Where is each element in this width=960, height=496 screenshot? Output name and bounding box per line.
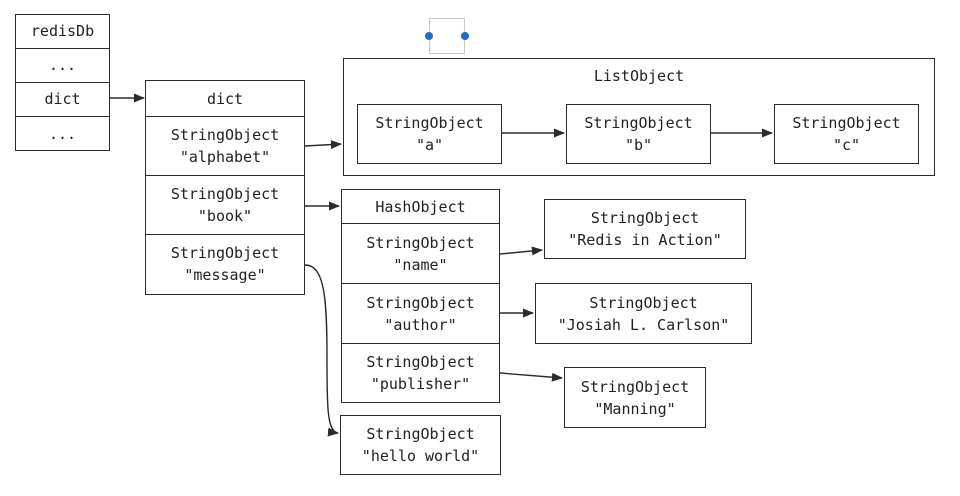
redisdb-ellipsis-1: ... (16, 49, 109, 83)
hash-key-author-type: StringObject (366, 293, 475, 312)
hash-object-table[interactable]: HashObject StringObject "name" StringObj… (341, 189, 500, 403)
redisdb-ellipsis-2: ... (48, 124, 77, 143)
list-item-a-type: StringObject (375, 114, 484, 132)
resize-handle-right[interactable] (461, 32, 469, 40)
dict-header: dict (146, 81, 304, 117)
hash-value-josiah-carlson-value: "Josiah L. Carlson" (557, 315, 730, 334)
list-item-b[interactable]: StringObject "b" (566, 104, 711, 164)
dict-key-alphabet[interactable]: StringObject "alphabet" (146, 117, 304, 176)
dict-key-alphabet-type: StringObject (170, 126, 280, 144)
redisdb-header: redisDb (16, 15, 109, 49)
resize-handle-left[interactable] (425, 32, 433, 40)
arrow-message-to-hello-world (304, 264, 340, 437)
hash-value-manning-value: "Manning" (594, 399, 676, 418)
list-item-a[interactable]: StringObject "a" (357, 104, 502, 164)
dict-table[interactable]: dict StringObject "alphabet" StringObjec… (145, 80, 305, 295)
hash-key-name-value: "name" (393, 255, 448, 274)
selection-handle-box[interactable] (429, 18, 465, 54)
dict-key-book-value: "book" (197, 207, 253, 225)
list-item-c[interactable]: StringObject "c" (774, 104, 919, 164)
hash-value-redis-in-action[interactable]: StringObject "Redis in Action" (544, 199, 746, 259)
hash-value-redis-in-action-value: "Redis in Action" (568, 231, 722, 249)
list-item-b-type: StringObject (584, 114, 693, 132)
redisdb-table[interactable]: redisDb ... dict ... (15, 14, 110, 151)
dict-key-book[interactable]: StringObject "book" (146, 176, 304, 235)
hash-key-author-value: "author" (384, 315, 457, 334)
dict-key-message-value: "message" (184, 266, 266, 284)
list-item-c-value: "c" (832, 136, 861, 154)
list-item-b-value: "b" (624, 136, 653, 154)
hash-key-author[interactable]: StringObject "author" (342, 284, 499, 344)
dict-key-book-type: StringObject (170, 185, 280, 203)
redisdb-dict-field[interactable]: dict (16, 83, 109, 117)
hash-key-name[interactable]: StringObject "name" (342, 224, 499, 284)
hash-key-publisher-type: StringObject (366, 353, 475, 371)
hash-value-manning[interactable]: StringObject "Manning" (564, 367, 706, 428)
hash-object-header: HashObject (342, 190, 499, 224)
dict-key-message[interactable]: StringObject "message" (146, 235, 304, 293)
message-value-type: StringObject (366, 425, 475, 443)
hash-value-josiah-carlson-type: StringObject (589, 293, 698, 312)
hash-key-publisher-value: "publisher" (370, 375, 471, 393)
message-value-hello-world[interactable]: StringObject "hello world" (340, 415, 501, 475)
list-object-title: ListObject (593, 67, 685, 85)
list-item-a-value: "a" (415, 136, 444, 154)
dict-key-message-type: StringObject (170, 244, 280, 262)
list-object[interactable]: ListObject (343, 58, 935, 176)
arrow-publisher-to-manning (499, 372, 564, 382)
hash-key-publisher[interactable]: StringObject "publisher" (342, 344, 499, 402)
hash-value-josiah-carlson[interactable]: StringObject "Josiah L. Carlson" (535, 283, 752, 344)
hash-value-manning-type: StringObject (580, 377, 690, 396)
arrow-name-to-redis-in-action (499, 246, 544, 256)
hash-value-redis-in-action-type: StringObject (590, 209, 700, 227)
arrow-alphabet-to-list (304, 140, 343, 150)
dict-key-alphabet-value: "alphabet" (179, 148, 271, 166)
hash-key-name-type: StringObject (366, 233, 475, 252)
message-value-value: "hello world" (361, 447, 480, 465)
list-item-c-type: StringObject (792, 114, 901, 132)
